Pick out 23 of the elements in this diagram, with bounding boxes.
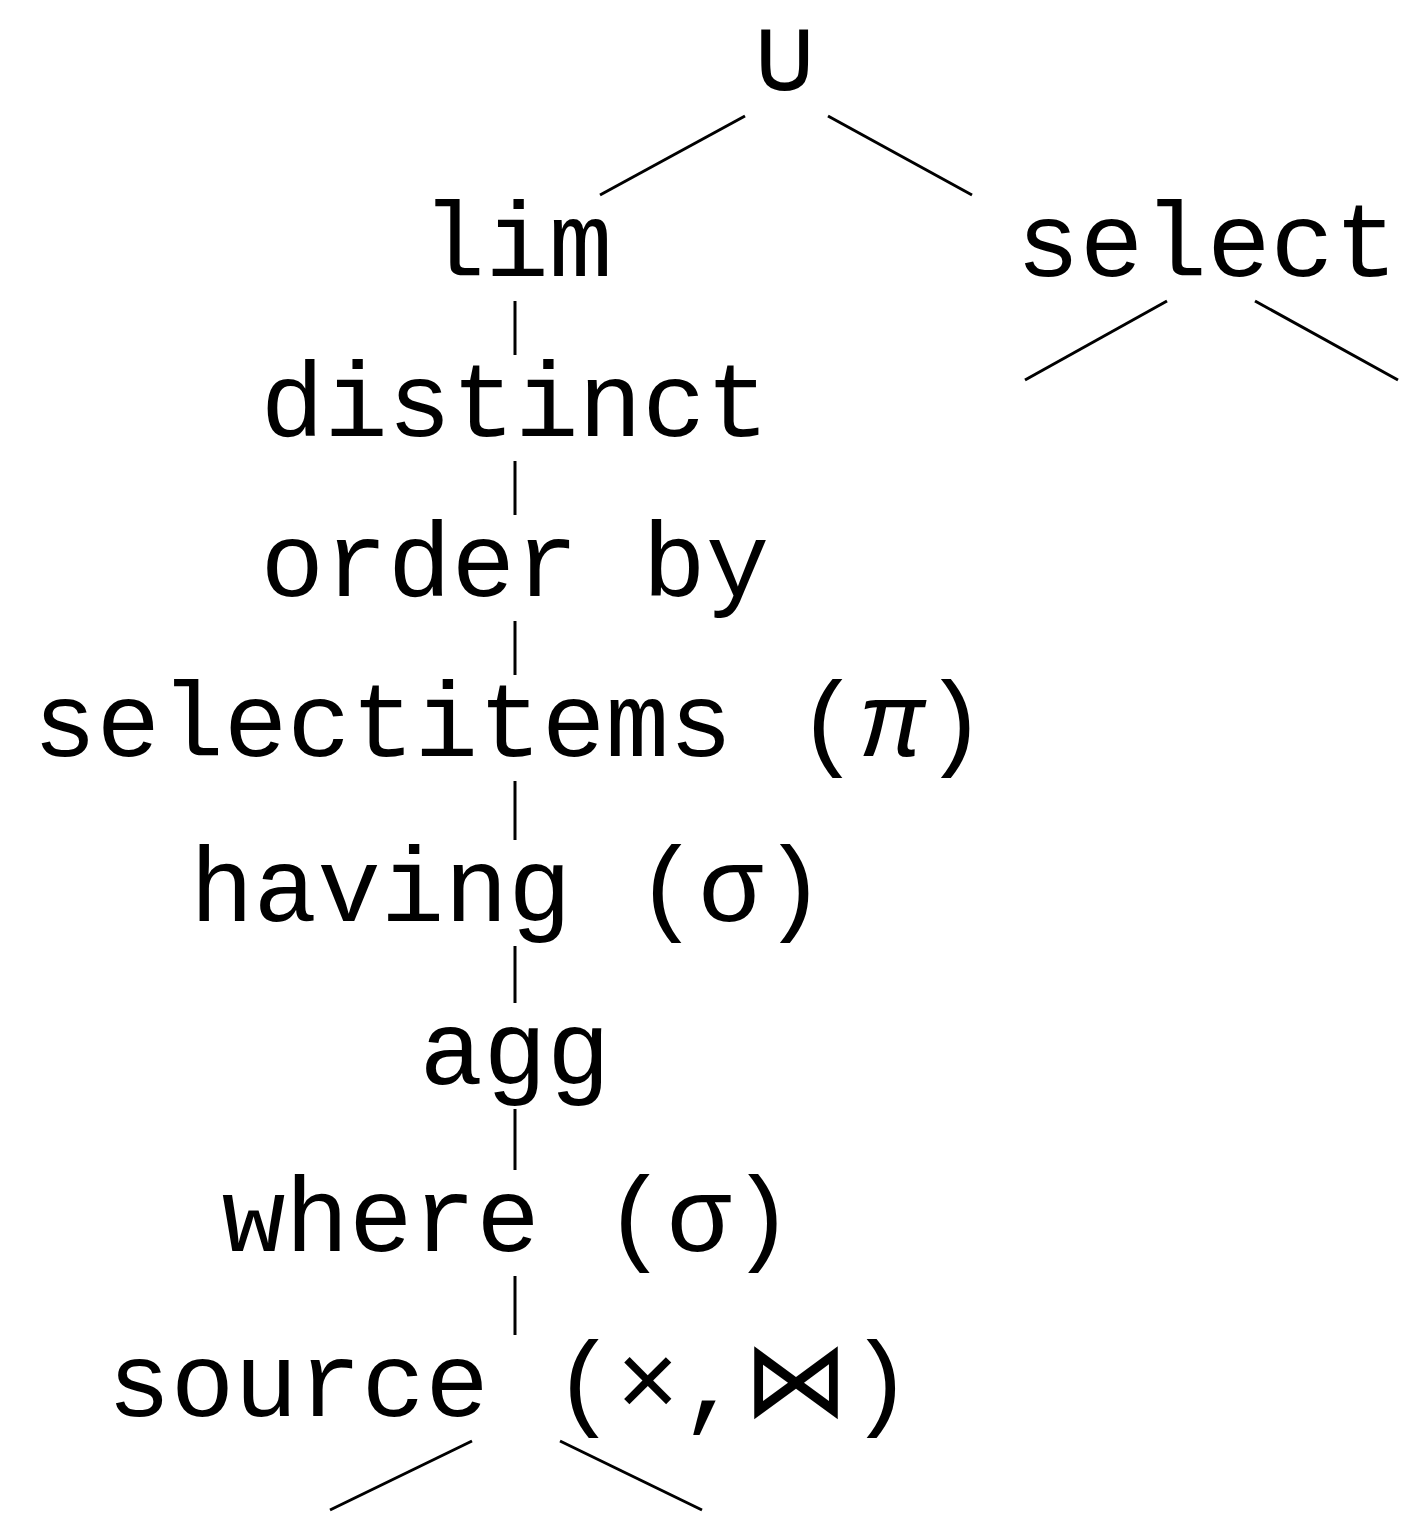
operator-label: having (σ) (189, 840, 827, 946)
operator-label: selectitems (π) (32, 675, 988, 781)
tree-line (513, 1109, 517, 1170)
branch-line (329, 1439, 473, 1512)
tree-line (513, 1276, 517, 1335)
branch-line (1024, 299, 1168, 382)
tree-line (513, 621, 517, 675)
tree-line (827, 114, 973, 197)
branch-line (559, 1439, 703, 1512)
operator-label: agg (419, 1003, 611, 1109)
branch-line (1254, 299, 1399, 382)
operator-label: lim (421, 195, 613, 301)
tree-line (513, 781, 517, 840)
tree-line (513, 461, 517, 515)
operator-label: ∪ (753, 10, 817, 116)
operator-label: select (1016, 195, 1398, 301)
tree-line (513, 301, 517, 355)
tree-line (513, 946, 517, 1003)
operator-label: where (σ) (221, 1170, 795, 1276)
operator-label: order by (260, 515, 770, 621)
operator-label: distinct (260, 355, 770, 461)
operator-label: source (×,⋈) (107, 1335, 913, 1441)
tree-line (599, 114, 746, 197)
